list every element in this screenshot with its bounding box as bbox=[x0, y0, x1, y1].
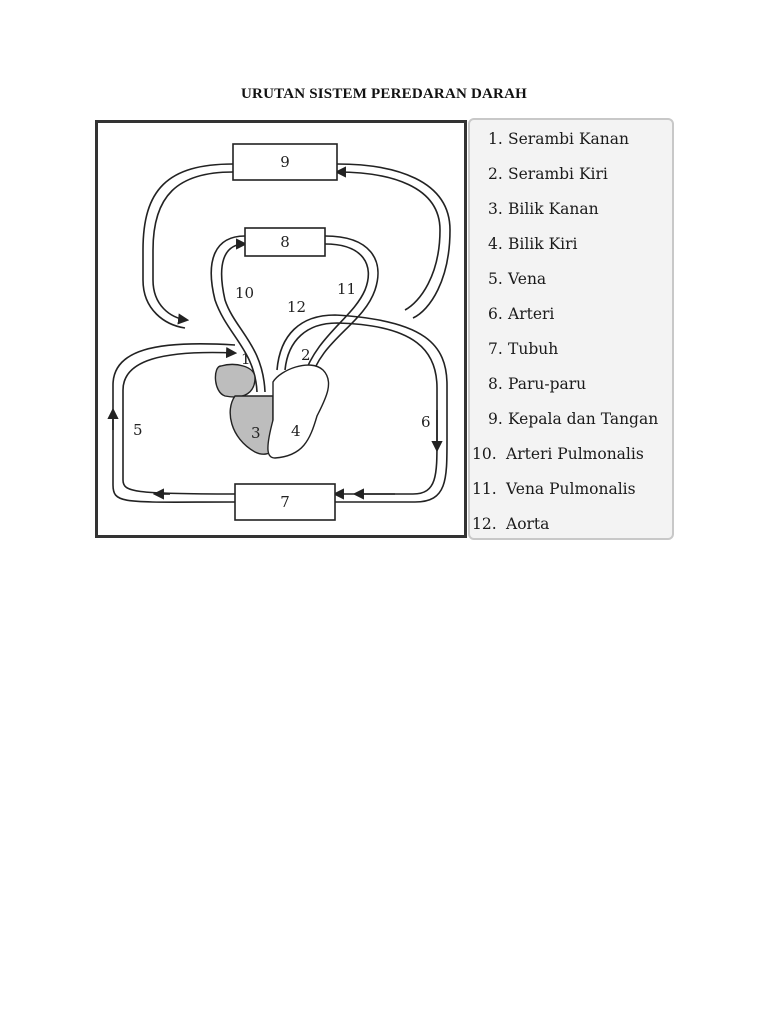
heart bbox=[214, 363, 330, 459]
legend-panel: 1.Serambi Kanan 2.Serambi Kiri 3.Bilik K… bbox=[468, 118, 674, 540]
legend-item-8: 8.Paru-paru bbox=[488, 375, 587, 393]
legend-item-7: 7.Tubuh bbox=[488, 340, 559, 358]
label-left-atrium: 2 bbox=[301, 346, 311, 364]
head-circulation-loop bbox=[142, 163, 451, 329]
label-aorta: 12 bbox=[287, 298, 306, 316]
label-vein: 5 bbox=[133, 421, 143, 439]
legend-item-10: 10.Arteri Pulmonalis bbox=[472, 445, 644, 463]
legend-item-9: 9.Kepala dan Tangan bbox=[488, 410, 659, 428]
label-pulmonary-artery: 10 bbox=[235, 284, 254, 302]
label-right-atrium: 1 bbox=[241, 350, 251, 368]
body-box bbox=[234, 483, 336, 521]
label-artery: 6 bbox=[421, 413, 431, 431]
body-circulation-loop bbox=[107, 314, 448, 503]
circulation-diagram: 9 8 7 1 2 3 4 5 6 10 11 12 bbox=[95, 120, 467, 538]
head-box bbox=[232, 143, 338, 181]
left-chambers-shape bbox=[267, 364, 330, 459]
right-atrium-shape bbox=[214, 363, 256, 398]
lungs-box-label: 8 bbox=[280, 233, 290, 251]
lungs-box bbox=[244, 227, 326, 257]
label-pulmonary-vein: 11 bbox=[337, 280, 356, 298]
legend-item-2: 2.Serambi Kiri bbox=[488, 165, 608, 183]
label-right-ventricle: 3 bbox=[251, 424, 261, 442]
body-box-label: 7 bbox=[280, 493, 290, 511]
lungs-circulation-loop bbox=[210, 235, 379, 393]
legend-item-1: 1.Serambi Kanan bbox=[488, 130, 629, 148]
legend-item-6: 6.Arteri bbox=[488, 305, 555, 323]
legend-item-4: 4.Bilik Kiri bbox=[488, 235, 578, 253]
label-left-ventricle: 4 bbox=[291, 422, 301, 440]
page-title: URUTAN SISTEM PEREDARAN DARAH bbox=[241, 86, 527, 102]
legend-item-12: 12.Aorta bbox=[472, 515, 550, 533]
circulation-svg: 9 8 7 1 2 3 4 5 6 10 11 12 bbox=[95, 120, 467, 538]
head-box-label: 9 bbox=[280, 153, 290, 171]
legend-item-5: 5.Vena bbox=[488, 270, 547, 288]
legend-item-3: 3.Bilik Kanan bbox=[488, 200, 599, 218]
legend-list: 1.Serambi Kanan 2.Serambi Kiri 3.Bilik K… bbox=[470, 122, 672, 542]
legend-item-11: 11.Vena Pulmonalis bbox=[472, 480, 636, 498]
